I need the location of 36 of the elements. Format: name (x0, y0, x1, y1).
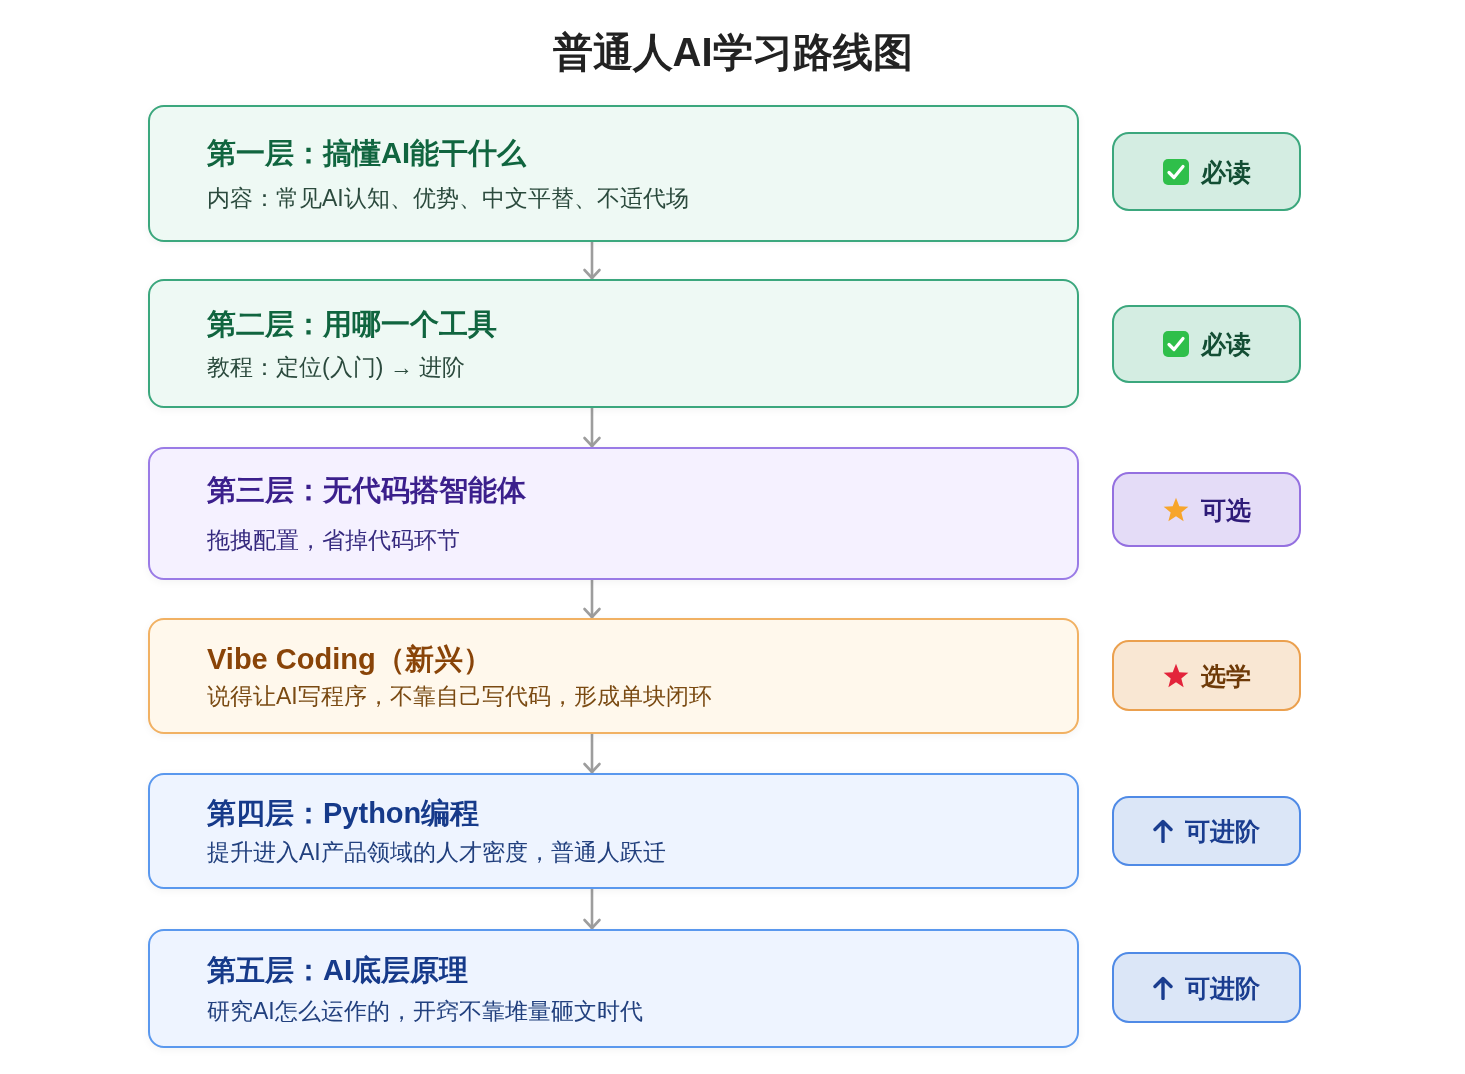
tag-label: 必读 (1200, 156, 1251, 188)
tag-label: 必读 (1200, 329, 1251, 360)
tag-badge (1112, 796, 1301, 866)
layer-description: 研究AI怎么运作的，开窍不靠堆量砸文时代 (207, 996, 643, 1026)
layer-box (148, 773, 1079, 889)
layer-description: 教程：定位(入门) → 进阶 (207, 352, 466, 382)
layer-heading: 第五层：AI底层原理 (207, 952, 468, 988)
tag-badge (1112, 305, 1301, 383)
layer-description: 拖拽配置，省掉代码环节 (207, 526, 460, 555)
tag-badge (1112, 132, 1301, 211)
layer-heading: 第四层：Python编程 (207, 796, 480, 831)
layer-description: 提升进入AI产品领域的人才密度，普通人跃迁 (207, 838, 666, 867)
arrow (583, 242, 601, 280)
layer-heading: Vibe Coding（新兴） (207, 642, 492, 677)
tag-label: 可进阶 (1185, 816, 1260, 847)
tag-badge (1112, 640, 1301, 711)
layer-box (148, 447, 1079, 580)
layer-heading: 第二层：用哪一个工具 (207, 306, 497, 342)
layer-heading: 第三层：无代码搭智能体 (207, 473, 526, 508)
layer-description: 说得让AI写程序，不靠自己写代码，形成单块闭环 (207, 682, 712, 711)
tag-label: 选学 (1200, 660, 1251, 692)
tag-label: 可进阶 (1185, 972, 1260, 1004)
tag-badge (1112, 952, 1301, 1023)
layer-box (148, 279, 1079, 408)
title: 普通人AI学习路线图 (552, 29, 913, 76)
layer-heading: 第一层：搞懂AI能干什么 (207, 135, 526, 171)
layer-box (148, 929, 1079, 1048)
tag-badge (1112, 472, 1301, 547)
arrow (583, 580, 601, 619)
arrow (583, 408, 601, 448)
layer-description: 内容：常见AI认知、优势、中文平替、不适代场 (207, 183, 689, 213)
arrow (583, 734, 601, 774)
layer-box (148, 618, 1079, 734)
tag-label: 可选 (1200, 494, 1251, 526)
arrow (583, 889, 601, 930)
layer-box (148, 105, 1079, 242)
